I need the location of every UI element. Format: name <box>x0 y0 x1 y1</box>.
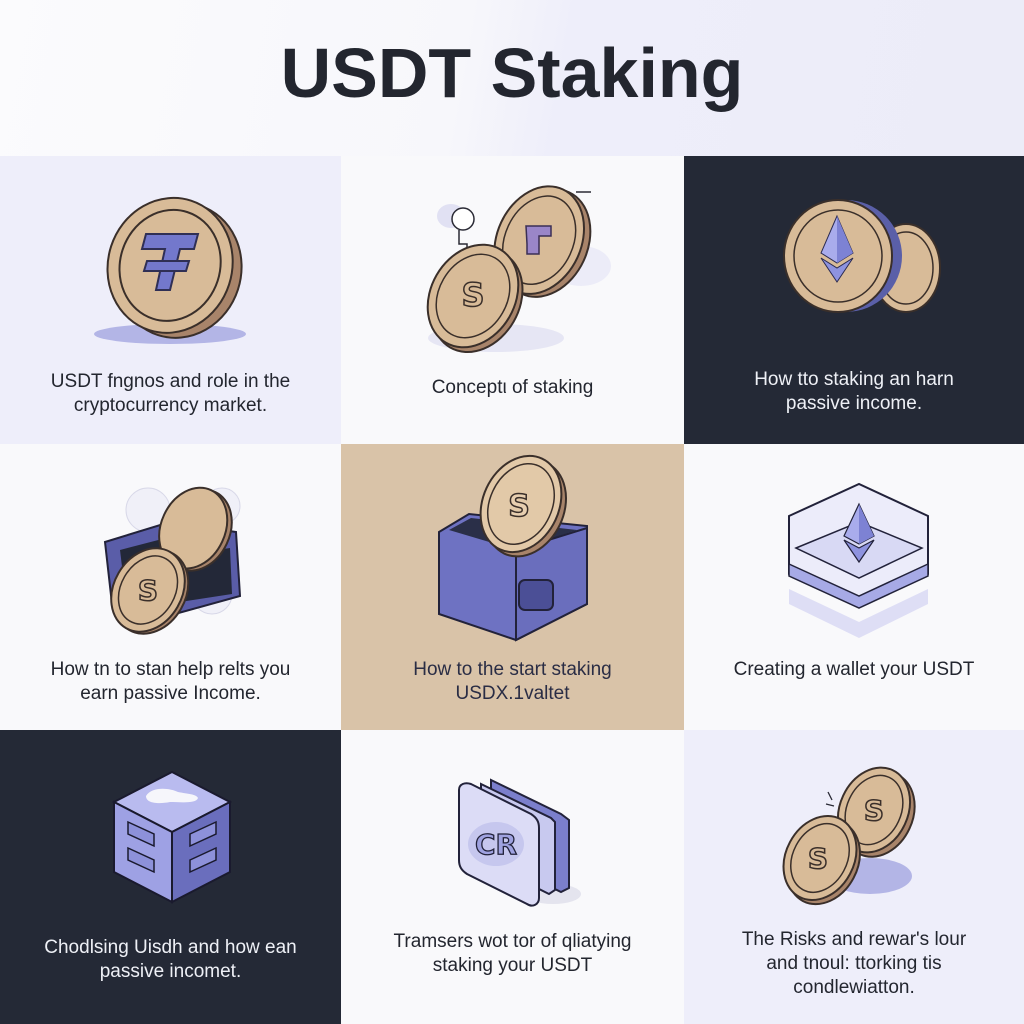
topic-grid: USDT fngnos and role in the cryptocurren… <box>0 156 1024 1024</box>
tile-caption: Creating a wallet your USDT <box>733 659 975 680</box>
coin-box-icon: S <box>438 454 588 642</box>
tile-start-staking[interactable]: S How to the start staking USDX.1valtet <box>341 444 684 730</box>
svg-text:S: S <box>508 489 530 524</box>
two-coins-icon: S S <box>782 766 916 906</box>
tile-caption: How tn to stan help relts you earn passi… <box>50 659 291 704</box>
tile-caption: Conceptι of staking <box>431 377 594 398</box>
svg-text:CR: CR <box>475 828 517 861</box>
page-header: USDT Staking <box>0 0 1024 156</box>
tile-choosing-usdt[interactable]: Chodlsing Uisdh and how ean passive inco… <box>0 730 341 1024</box>
tile-caption: How tto staking an harn passive income. <box>754 369 954 414</box>
tile-staking-passive-income[interactable]: How tto staking an harn passive income. <box>684 156 1024 444</box>
wallet-coins-icon: S <box>103 486 242 635</box>
svg-text:S: S <box>138 574 158 607</box>
tile-creating-wallet[interactable]: Creating a wallet your USDT <box>684 444 1024 730</box>
tile-caption: USDT fngnos and role in the cryptocurren… <box>50 371 291 416</box>
tile-concept-staking[interactable]: S Conceptι of staking <box>341 156 684 444</box>
tile-caption: Chodlsing Uisdh and how ean passive inco… <box>44 937 297 982</box>
tile-risks-rewards[interactable]: S S The Risks and rewar's lour and tnoul… <box>684 730 1024 1024</box>
ethereum-coin-icon <box>783 199 941 313</box>
svg-text:S: S <box>808 842 828 875</box>
svg-text:S: S <box>461 276 484 314</box>
tile-caption: How to the start staking USDX.1valtet <box>413 659 612 704</box>
tile-usdt-role[interactable]: USDT fngnos and role in the cryptocurren… <box>0 156 341 444</box>
tether-coin-icon <box>94 196 246 344</box>
page-title: USDT Staking <box>280 34 744 112</box>
tile-caption: Tramsers wot tor of qliatying staking yo… <box>393 931 632 976</box>
svg-text:S: S <box>864 794 884 827</box>
card-stack-icon: CR <box>458 778 581 907</box>
tile-earn-passive-income[interactable]: S How tn to stan help relts you earn pas… <box>0 444 341 730</box>
tile-caption: The Risks and rewar's lour and tnoul: tt… <box>741 929 967 998</box>
ethereum-vault-icon <box>788 482 929 638</box>
stacked-coins-icon: S <box>426 185 611 353</box>
cube-icon <box>111 770 233 904</box>
tile-qualifying-staking[interactable]: CR Tramsers wot tor of qliatying staking… <box>341 730 684 1024</box>
